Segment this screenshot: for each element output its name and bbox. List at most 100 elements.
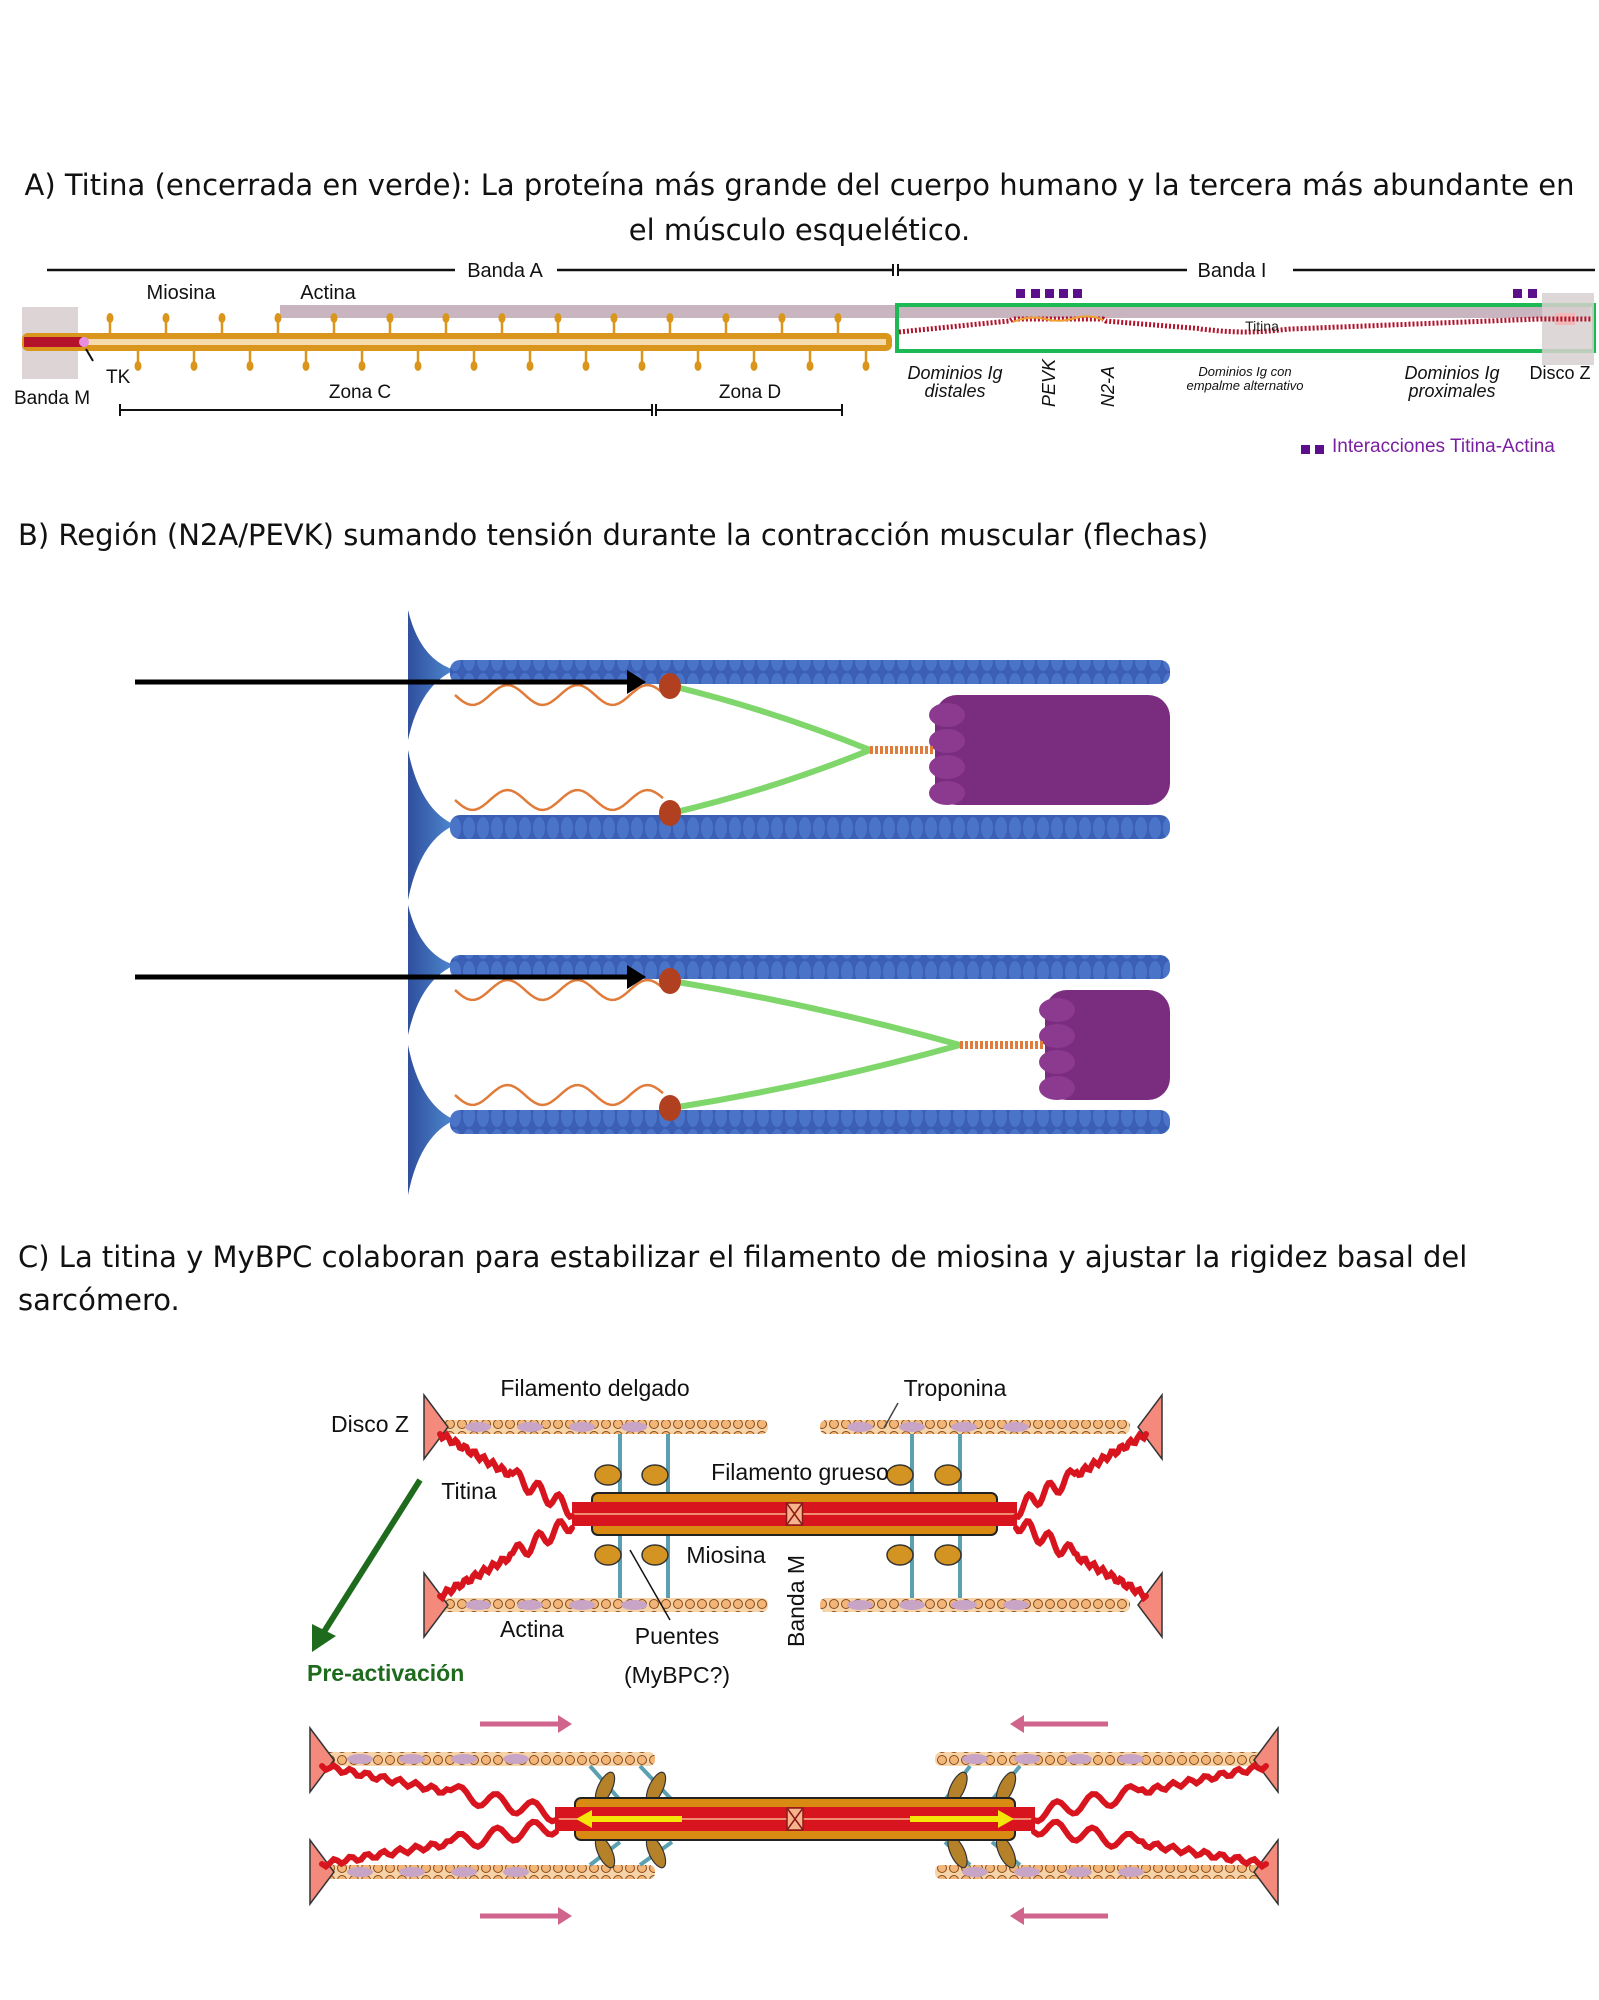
- troponin: [1118, 1867, 1144, 1877]
- panel-a-title-line2: el músculo esquelético.: [628, 213, 971, 247]
- pevk-segment: [1012, 315, 1104, 323]
- tk-label: TK: [106, 367, 131, 388]
- troponin: [465, 1600, 491, 1610]
- titin-label: Titina: [1245, 318, 1279, 334]
- force-arrowhead: [627, 965, 646, 989]
- troponin: [1066, 1867, 1092, 1877]
- pevk-spring-top: [454, 978, 664, 1002]
- myosin-head: [929, 781, 965, 805]
- troponina-pointer: [883, 1402, 899, 1429]
- filamento-delgado-label: Filamento delgado: [500, 1375, 689, 1401]
- legend-label: Interacciones Titina-Actina: [1332, 436, 1555, 457]
- myosin-head: [526, 361, 534, 371]
- myosin-head: [246, 361, 254, 371]
- legend-marker-1: [1301, 445, 1310, 454]
- myosin-head: [190, 361, 198, 371]
- titin-bl: [319, 1818, 559, 1871]
- troponin: [517, 1422, 543, 1432]
- tk-domain: [79, 337, 89, 347]
- myosin-filament: [1045, 990, 1170, 1100]
- panel-c-diagram: Filamento delgado Troponina Disco Z Titi…: [307, 1375, 1279, 1925]
- myosin-head: [641, 1464, 669, 1486]
- myosin-head: [274, 313, 282, 323]
- pre-activation-arrow: [319, 1478, 423, 1637]
- myosin-head: [218, 313, 226, 323]
- actina-label-c: Actina: [500, 1616, 564, 1642]
- legend-marker-2: [1315, 445, 1324, 454]
- troponin: [847, 1600, 873, 1610]
- pevk-spring-bottom: [454, 1083, 664, 1107]
- myosin-head: [862, 361, 870, 371]
- titin-arm-top: [671, 683, 872, 753]
- pre-activation-arrowhead: [312, 1624, 336, 1652]
- troponin: [451, 1867, 477, 1877]
- m-band-cross: [785, 1502, 804, 1526]
- titin-i-band: [898, 316, 1592, 335]
- myosin-head: [386, 313, 394, 323]
- force-arrowhead: [627, 670, 646, 694]
- myosin-head: [594, 1544, 622, 1566]
- zona-c-label: Zona C: [329, 382, 391, 403]
- sliding-arrow-tl-head: [558, 1715, 572, 1733]
- myosin-head: [134, 361, 142, 371]
- troponin: [621, 1422, 647, 1432]
- anchor-top: [659, 673, 681, 699]
- m-band-cross: [786, 1807, 804, 1831]
- titin-arm-bottom: [671, 1042, 961, 1111]
- troponin: [503, 1867, 529, 1877]
- myosin-head: [934, 1464, 962, 1486]
- troponin: [347, 1754, 373, 1764]
- troponin: [899, 1422, 925, 1432]
- myosin-head: [886, 1464, 914, 1486]
- z-disc-bottom: [408, 1045, 455, 1195]
- pre-activation-label: Pre-activación: [307, 1660, 464, 1686]
- myosin-head: [594, 1464, 622, 1486]
- myosin-head: [1039, 998, 1075, 1022]
- banda-a-label: Banda A: [467, 260, 543, 282]
- panel-c-relaxed-sarcomere: [423, 1392, 1163, 1640]
- puentes-pointer: [629, 1549, 671, 1621]
- panel-c-preactivated-sarcomere: [309, 1715, 1279, 1925]
- myosin-head: [929, 703, 965, 727]
- sliding-arrow-bl-head: [558, 1907, 572, 1925]
- titin-tr: [1031, 1761, 1269, 1825]
- troponin: [399, 1754, 425, 1764]
- pevk-spring-bottom: [454, 788, 664, 812]
- panel-b-relaxed-state: [135, 610, 1170, 900]
- proximales-label-2: proximales: [1407, 381, 1495, 401]
- troponin: [951, 1422, 977, 1432]
- troponin: [621, 1600, 647, 1610]
- titin-tr: [1013, 1430, 1149, 1521]
- myosin-head: [610, 313, 618, 323]
- proximales-label-1: Dominios Ig: [1404, 363, 1499, 383]
- mybpc-label: (MyBPC?): [624, 1662, 730, 1688]
- thin-filament-bottom-left: [438, 1598, 768, 1612]
- z-disc-bl: [309, 1837, 335, 1907]
- z-disc-tr: [1137, 1392, 1163, 1462]
- troponin: [569, 1422, 595, 1432]
- tk-pointer: [85, 348, 94, 362]
- sliding-arrow-tr-head: [1010, 1715, 1024, 1733]
- thin-filament-top-right: [935, 1752, 1265, 1766]
- interaction-markers-pevk: [1016, 289, 1082, 298]
- myosin-head: [666, 313, 674, 323]
- anchor-bottom: [659, 800, 681, 826]
- myosin-head: [1039, 1076, 1075, 1100]
- panel-c-title-line2: sarcómero.: [18, 1283, 180, 1317]
- n2a-label: N2-A: [1098, 366, 1118, 407]
- z-disc-tr: [1253, 1725, 1279, 1795]
- myosin-head: [470, 361, 478, 371]
- troponin: [962, 1867, 988, 1877]
- titin-tl: [437, 1430, 575, 1521]
- troponin: [899, 1600, 925, 1610]
- troponin: [569, 1600, 595, 1610]
- sliding-arrow-br-head: [1010, 1907, 1024, 1925]
- miosina-label: Miosina: [147, 282, 217, 304]
- troponin: [465, 1422, 491, 1432]
- zona-d-label: Zona D: [719, 382, 781, 403]
- troponin: [1014, 1754, 1040, 1764]
- titin-in-myosin: [24, 339, 886, 345]
- yellow-arrowhead-right: [998, 1810, 1014, 1828]
- actin-filament-bottom: [450, 1110, 1170, 1134]
- dominios-distales-label-1: Dominios Ig: [907, 363, 1002, 383]
